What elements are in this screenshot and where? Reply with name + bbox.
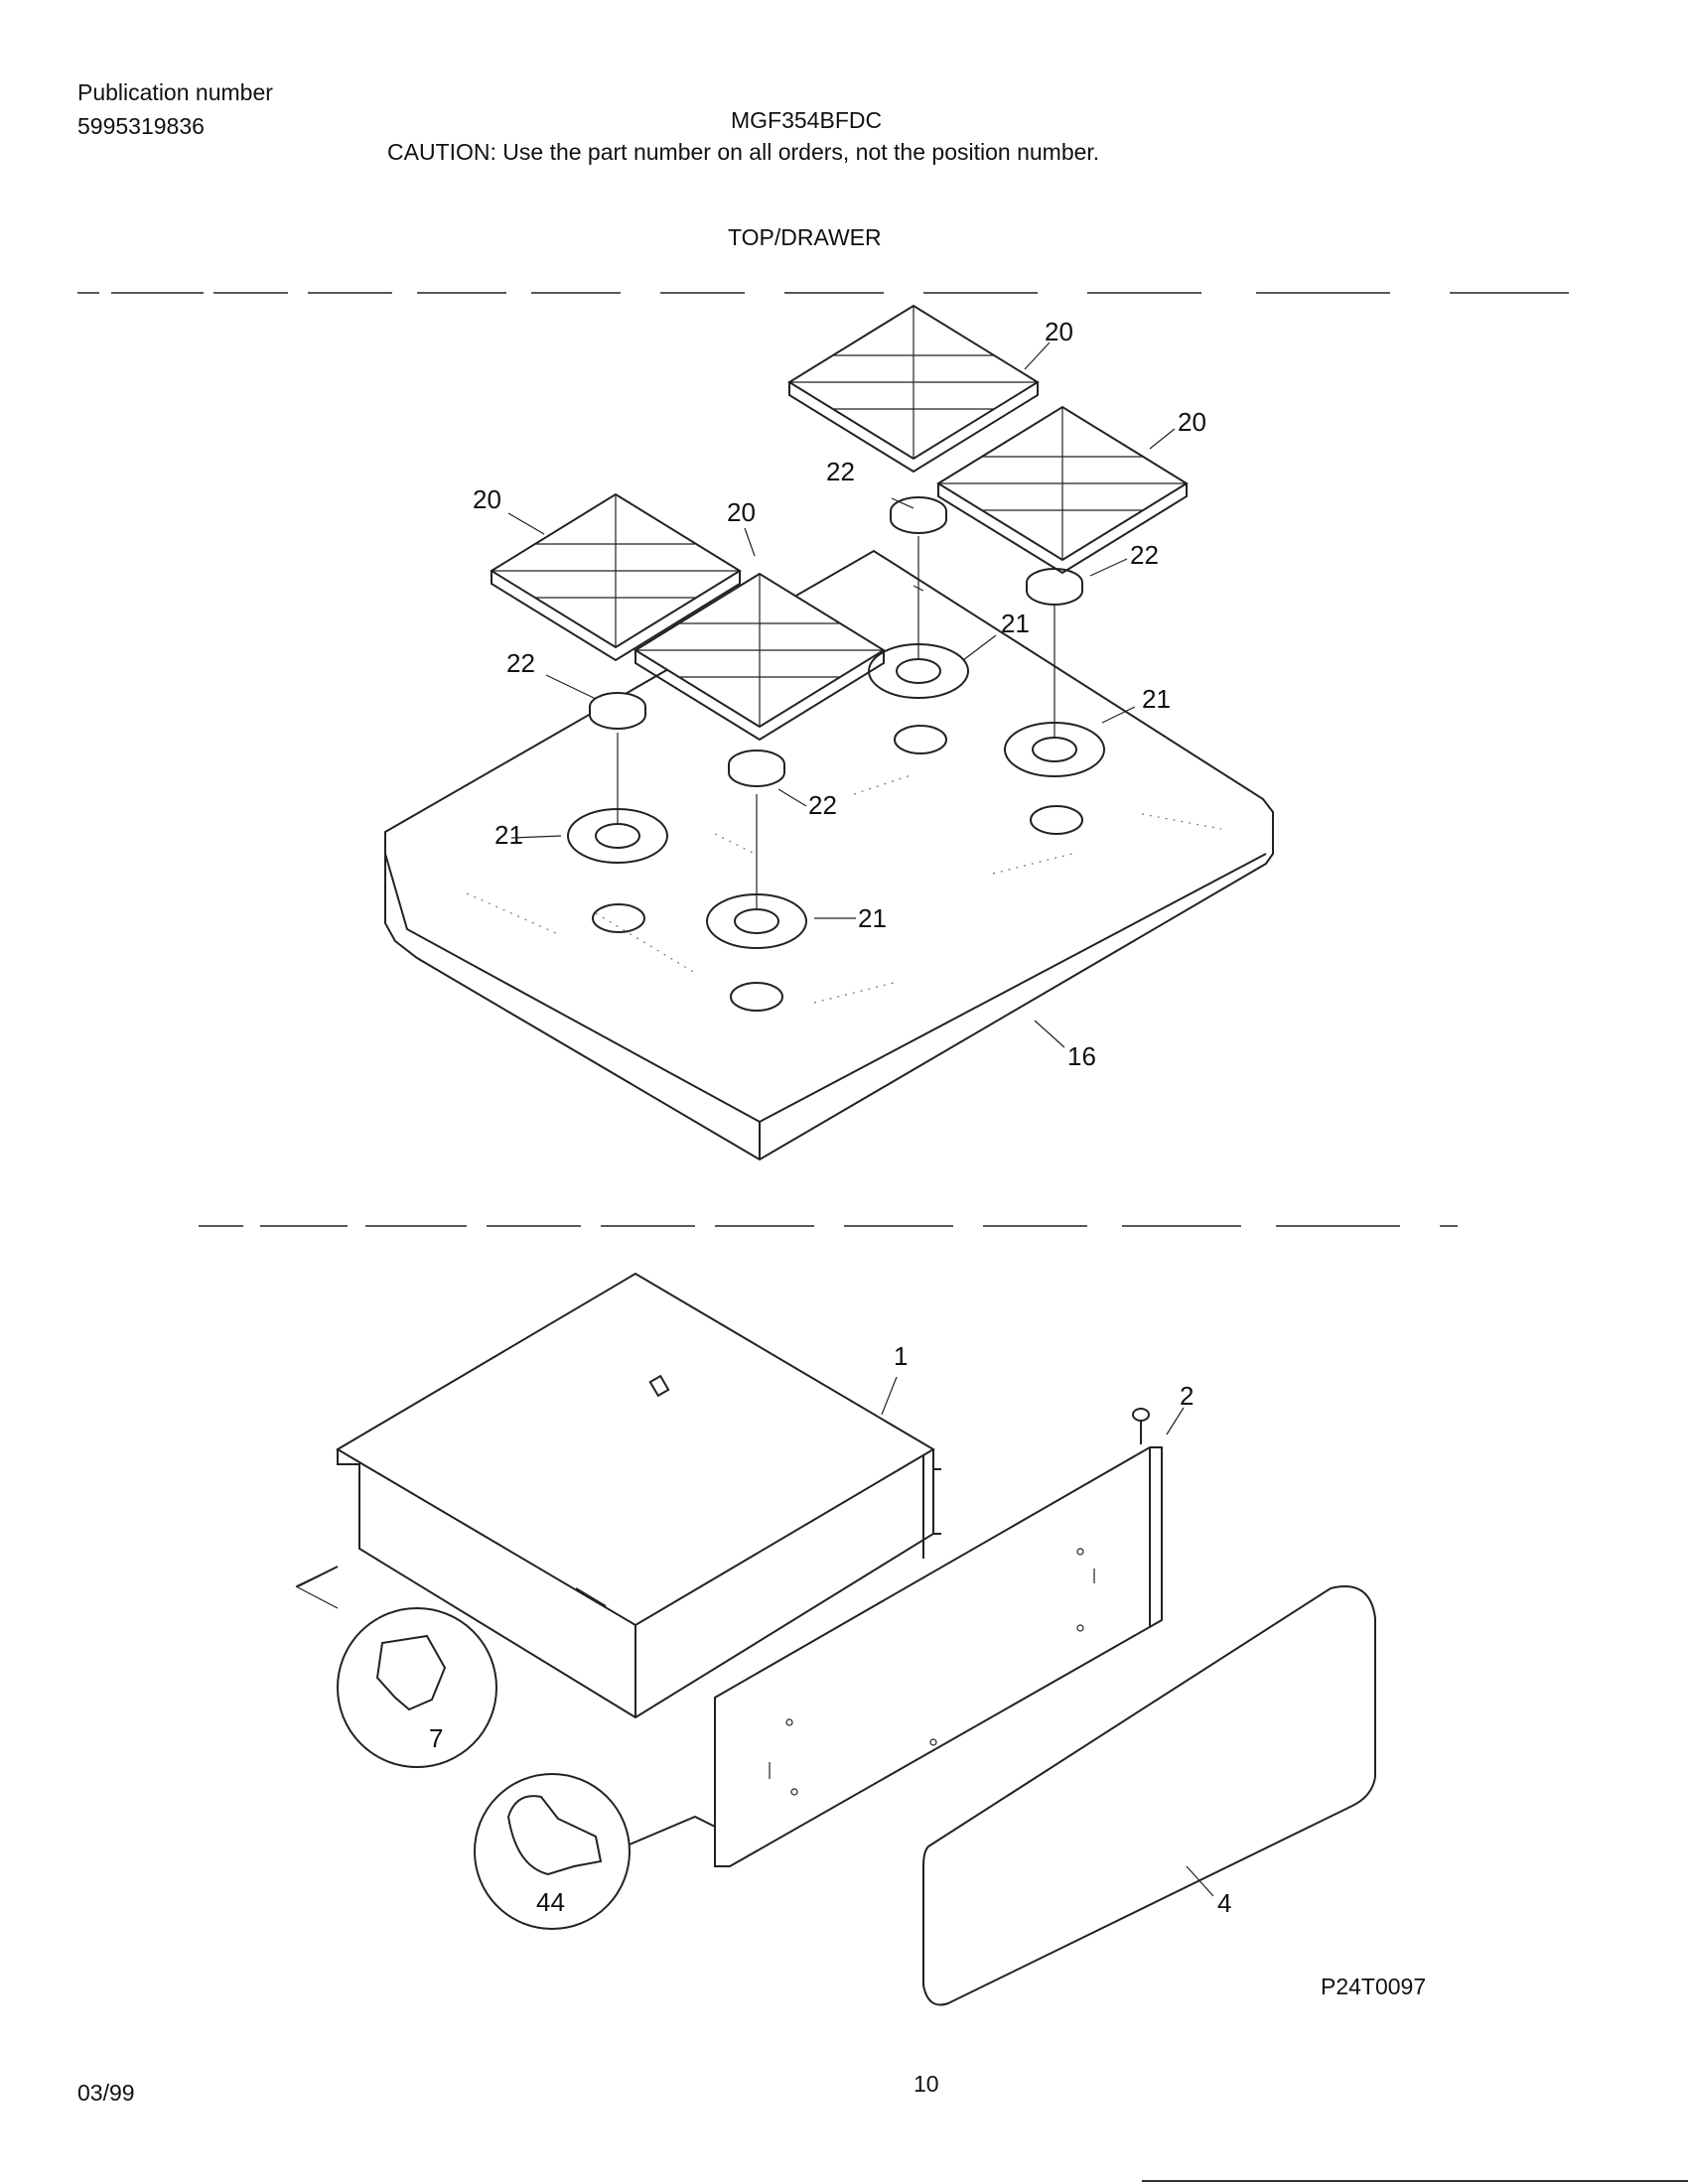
callout-21-back-left: 21 [1001,609,1030,638]
detail-circle-44 [474,1773,716,1930]
grate-front-right [633,572,886,742]
callout-16-cooktop: 16 [1067,1041,1096,1071]
callout-2-screw: 2 [1180,1381,1194,1411]
callout-1-drawer: 1 [894,1341,908,1371]
callout-4-panel: 4 [1217,1888,1231,1918]
publication-label: Publication number [77,79,273,105]
callout-21-back-right: 21 [1142,684,1171,714]
callout-7-clip: 7 [429,1723,443,1753]
footer-date: 03/99 [77,2080,135,2106]
callout-20-front-right: 20 [727,497,756,527]
detail-circle-7 [297,1566,497,1768]
screw [1132,1408,1150,1444]
callout-22-back-left: 22 [826,457,855,486]
burner-caps [589,496,1083,787]
diagram-code: P24T0097 [1321,1974,1427,1999]
footer-rule [1142,2180,1688,2182]
top-leaders [507,341,1176,1048]
alignment-lines [617,536,1055,909]
grate-back-left [787,304,1040,474]
callout-21-front-right: 21 [858,903,887,933]
caution-note: CAUTION: Use the part number on all orde… [387,139,1100,165]
callout-20-back-right: 20 [1178,407,1206,437]
grate-back-right [936,405,1189,575]
callout-22-front-right: 22 [808,790,837,820]
section-title: TOP/DRAWER [728,224,882,250]
callout-22-back-right: 22 [1130,540,1159,570]
cooktop [384,549,1274,1161]
callout-44-bolt: 44 [536,1887,565,1917]
publication-number: 5995319836 [77,113,205,139]
callout-22-front-left: 22 [506,648,535,678]
page-number: 10 [914,2071,939,2097]
callout-20-front-left: 20 [473,484,501,514]
model-number: MGF354BFDC [731,107,883,133]
drawer-back-panel [714,1446,1163,1867]
callout-21-front-left: 21 [494,820,523,850]
drawer-body [295,1272,941,1719]
drawer-leaders [881,1376,1214,1897]
grate-front-left [490,492,742,662]
callout-20-back-left: 20 [1045,317,1073,346]
drawer-front-panel [922,1585,1376,2006]
